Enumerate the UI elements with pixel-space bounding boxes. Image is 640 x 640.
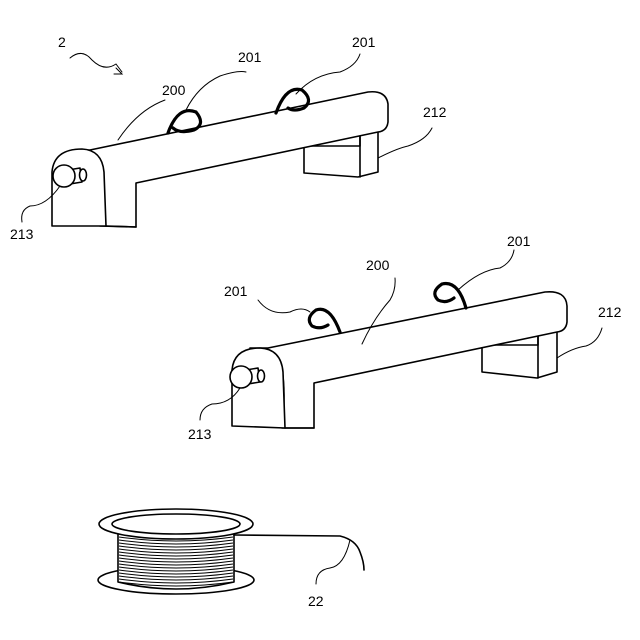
label-assembly: 2 <box>58 34 66 50</box>
leader-2 <box>70 53 122 72</box>
label-foot-top: 212 <box>423 104 447 120</box>
label-hook-bottom-1: 201 <box>224 283 248 299</box>
label-knob-bottom: 213 <box>188 426 212 442</box>
label-body-bottom: 200 <box>366 257 390 273</box>
label-hook-bottom-2: 201 <box>507 233 531 249</box>
hook-bottom-1 <box>309 309 340 332</box>
leader-201-bottom-1 <box>258 300 310 313</box>
leader-201-top-1 <box>186 72 246 111</box>
leader-22 <box>316 540 350 584</box>
leader-201-top-2 <box>296 54 360 94</box>
wire-lead <box>234 535 364 570</box>
wire-spool <box>98 509 364 594</box>
front-cap-top <box>52 149 106 226</box>
leader-212-top <box>378 128 432 158</box>
leader-200-top <box>118 100 165 140</box>
label-hook-top-2: 201 <box>352 34 376 50</box>
leader-201-bottom-2 <box>458 250 514 290</box>
holder-assembly-top <box>52 89 388 227</box>
label-foot-bottom: 212 <box>598 304 622 320</box>
label-body-top: 200 <box>162 82 186 98</box>
holder-assembly-bottom <box>230 284 567 429</box>
label-hook-top-1: 201 <box>238 49 262 65</box>
leader-212-bottom <box>557 328 602 358</box>
label-knob-top: 213 <box>10 226 34 242</box>
label-spool: 22 <box>308 593 324 609</box>
